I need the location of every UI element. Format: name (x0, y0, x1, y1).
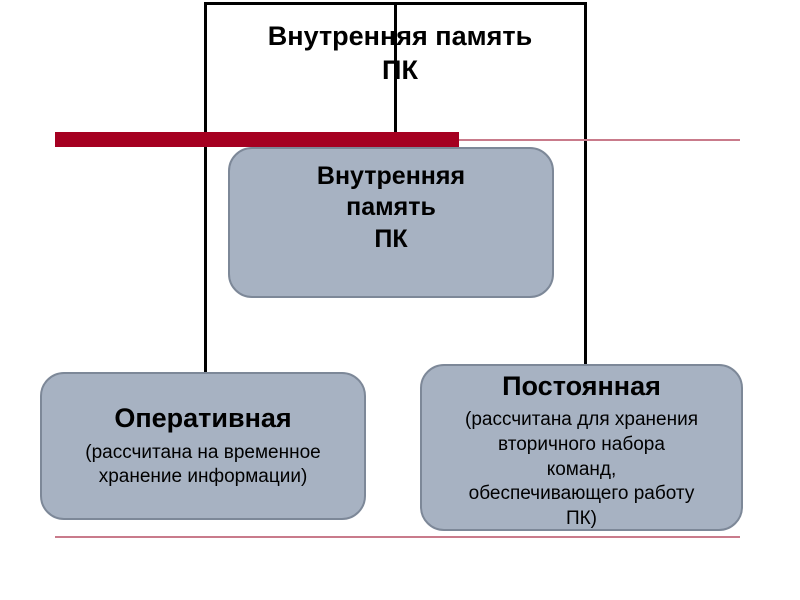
memory-box-rom: Постоянная (рассчитана для хранения втор… (420, 364, 743, 531)
memory-box-center-label: Внутренняя память ПК (316, 162, 466, 253)
memory-box-center: Внутренняя память ПК (228, 147, 554, 298)
divider-line-bottom (55, 536, 740, 538)
connector-left-vertical (204, 2, 207, 374)
memory-box-ram-description: (рассчитана на временное хранение информ… (85, 441, 321, 488)
connector-center-vertical (394, 2, 397, 148)
memory-box-rom-title: Постоянная (502, 371, 661, 401)
connector-right-vertical (584, 2, 587, 366)
page-title: Внутренняя память ПК (267, 21, 533, 85)
accent-bar-red (55, 132, 459, 147)
memory-box-rom-description: (рассчитана для хранения вторичного набо… (465, 409, 698, 530)
memory-box-ram-title: Оперативная (114, 403, 292, 434)
memory-box-ram: Оперативная (рассчитана на временное хра… (40, 372, 366, 520)
